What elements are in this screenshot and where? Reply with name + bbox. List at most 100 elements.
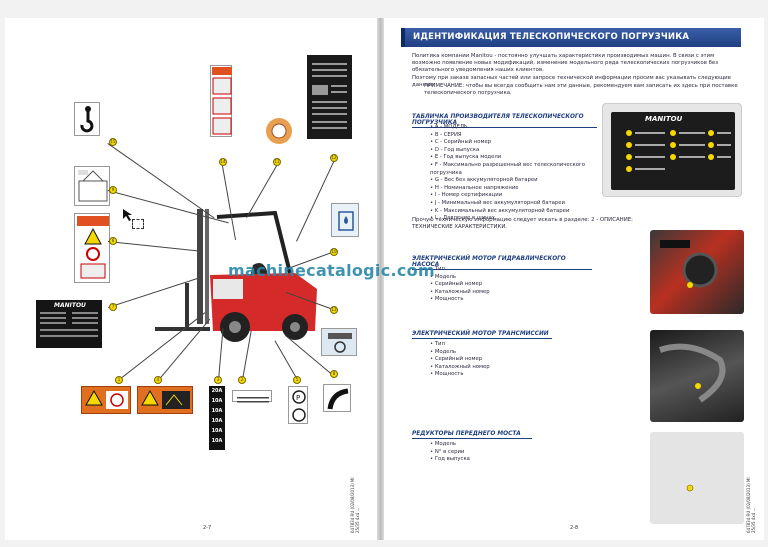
spec-plate-black	[307, 55, 352, 139]
pump-motor-heading: ЭЛЕКТРИЧЕСКИЙ МОТОР ГИДРАВЛИЧЕСКОГО НАСО…	[412, 256, 592, 270]
callout-10: 10	[330, 248, 338, 256]
list-item: N° в серии	[430, 449, 470, 457]
drive-motor-list: Тип Модель Серийный номер Каталожный ном…	[430, 341, 490, 379]
list-item: Год выпуска	[430, 456, 470, 464]
callout-11: 11	[273, 158, 281, 166]
right-vertical-ref: 647834 RU (02/08/2013) MI 25/35 4x4 ...	[746, 477, 756, 533]
seat-belt-icon	[327, 388, 349, 410]
seatbelt-sticker	[323, 384, 351, 412]
callout-15: 15	[109, 138, 117, 146]
intro-note: ПРИМЕЧАНИЕ: чтобы вы всегда сообщить нам…	[424, 83, 738, 97]
pump-motor-list: Тип Модель Серийный номер Каталожный ном…	[430, 266, 490, 304]
callout-1: 1	[115, 376, 123, 384]
fuse-label: 10A	[211, 398, 223, 404]
plate-brand: MANITOU	[645, 115, 683, 123]
drive-motor-photo	[650, 330, 744, 422]
manufacturer-plate: MANITOU	[611, 112, 735, 190]
lift-points-sticker	[74, 166, 110, 206]
plate-photo-frame: MANITOU	[602, 103, 742, 197]
technical-info-note: Прочую техническую информацию следует ис…	[412, 217, 633, 231]
motor-photo-icon	[660, 240, 718, 288]
hand-warning-icon	[85, 389, 128, 409]
list-item: G - Вес без аккумуляторной батареи	[430, 177, 600, 185]
parking-brake-sticker: P	[288, 386, 308, 424]
plate-fields-icon	[626, 130, 731, 172]
cursor-icon	[123, 209, 132, 221]
bottom-warning-sticker-2	[137, 386, 193, 414]
hydraulic-oil-sticker	[331, 203, 359, 237]
callout-5: 5	[293, 376, 301, 384]
callout-3: 3	[214, 376, 222, 384]
selection-box	[132, 219, 144, 229]
drive-motor-photo-icon	[659, 343, 726, 403]
list-item: D - Год выпуска	[430, 147, 600, 155]
label-grid-icon	[40, 312, 98, 337]
front-axle-list: Модель N° в серии Год выпуска	[430, 441, 470, 464]
list-item: Модель	[430, 441, 470, 449]
callout-4: 4	[154, 376, 162, 384]
operator-warning-icon	[77, 216, 109, 279]
fuse-label: 10A	[211, 408, 223, 414]
callout-9: 9	[109, 186, 117, 194]
list-item: Тип	[430, 266, 490, 274]
bottom-warning-sticker-1	[81, 386, 131, 414]
small-text-sticker	[232, 390, 272, 403]
front-axle-photo	[650, 432, 744, 524]
forklift-illustration	[155, 209, 317, 342]
list-item: Серийный номер	[430, 356, 490, 364]
fuse-label: 20A	[211, 388, 223, 394]
fuse-label: 10A	[211, 438, 223, 444]
list-item: F - Максимально разрешенный вес телескоп…	[430, 162, 600, 177]
callout-2: 2	[238, 376, 246, 384]
intro-paragraph-2: Поэтому при заказе запасных частей или з…	[412, 75, 731, 89]
rotating-beacon-icon	[266, 118, 292, 144]
parking-brake-icon: P	[292, 390, 306, 422]
intro-paragraph-1: Политика компании Manitou - постоянно ул…	[412, 53, 719, 74]
plate-items-list: A - МОДЕЛЬ B - СЕРИЯ C - Серийный номер …	[430, 124, 600, 223]
manitou-label-brand: MANITOU	[54, 302, 86, 309]
svg-text:P: P	[296, 394, 300, 402]
right-page-number: 2-8	[570, 525, 579, 531]
page-title: ИДЕНТИФИКАЦИЯ ТЕЛЕСКОПИЧЕСКОГО ПОГРУЗЧИК…	[413, 32, 690, 42]
pump-motor-photo	[650, 230, 744, 314]
list-item: Мощность	[430, 371, 490, 379]
left-page: MANITOU	[5, 18, 377, 540]
callout-7: 7	[109, 303, 117, 311]
list-item: E - Год выпуска модели	[430, 154, 600, 162]
list-item: Тип	[430, 341, 490, 349]
oil-tank-icon	[338, 211, 354, 231]
fuse-label-strip: 20A 10A 10A 10A 10A 10A	[209, 386, 225, 450]
list-item: K - Максимальный вес аккумуляторной бата…	[430, 208, 600, 216]
callout-8: 8	[330, 370, 338, 378]
axle-placeholder-icon	[686, 484, 694, 492]
list-item: C - Серийный номер	[430, 139, 600, 147]
list-item: Каталожный номер	[430, 364, 490, 372]
crush-hazard-icon	[328, 333, 352, 353]
callout-13: 13	[330, 306, 338, 314]
fuse-label: 10A	[211, 428, 223, 434]
list-item: Модель	[430, 274, 490, 282]
lifting-hook-icon	[80, 106, 94, 133]
list-item: A - МОДЕЛЬ	[430, 124, 600, 132]
left-page-number: 2-7	[203, 525, 212, 531]
manitou-label-sticker: MANITOU	[36, 300, 102, 348]
title-bar: ИДЕНТИФИКАЦИЯ ТЕЛЕСКОПИЧЕСКОГО ПОГРУЗЧИК…	[401, 28, 741, 47]
list-item: Модель	[430, 349, 490, 357]
spec-table-icon	[312, 63, 347, 129]
list-item: Мощность	[430, 296, 490, 304]
drive-motor-heading: ЭЛЕКТРИЧЕСКИЙ МОТОР ТРАНСМИССИИ	[412, 331, 552, 339]
hazard-sticker-top	[210, 65, 232, 137]
list-item: B - СЕРИЯ	[430, 132, 600, 140]
pinch-warning-icon	[141, 389, 190, 409]
lift-points-icon	[78, 170, 108, 202]
callout-14: 14	[219, 158, 227, 166]
list-item: I - Номер сертификации	[430, 192, 600, 200]
hook-sticker	[74, 102, 100, 136]
list-item: H - Номинальное напряжение	[430, 185, 600, 193]
callout-6: 6	[109, 237, 117, 245]
list-item: Каталожный номер	[430, 289, 490, 297]
left-vertical-ref: 647834 RU (02/08/2013) MI 25/35 4x4 ...	[350, 477, 360, 533]
callout-12: 12	[330, 154, 338, 162]
front-axle-heading: РЕДУКТОРЫ ПЕРЕДНЕГО МОСТА	[412, 431, 532, 439]
list-item: L - Давление в шинах	[430, 215, 600, 223]
